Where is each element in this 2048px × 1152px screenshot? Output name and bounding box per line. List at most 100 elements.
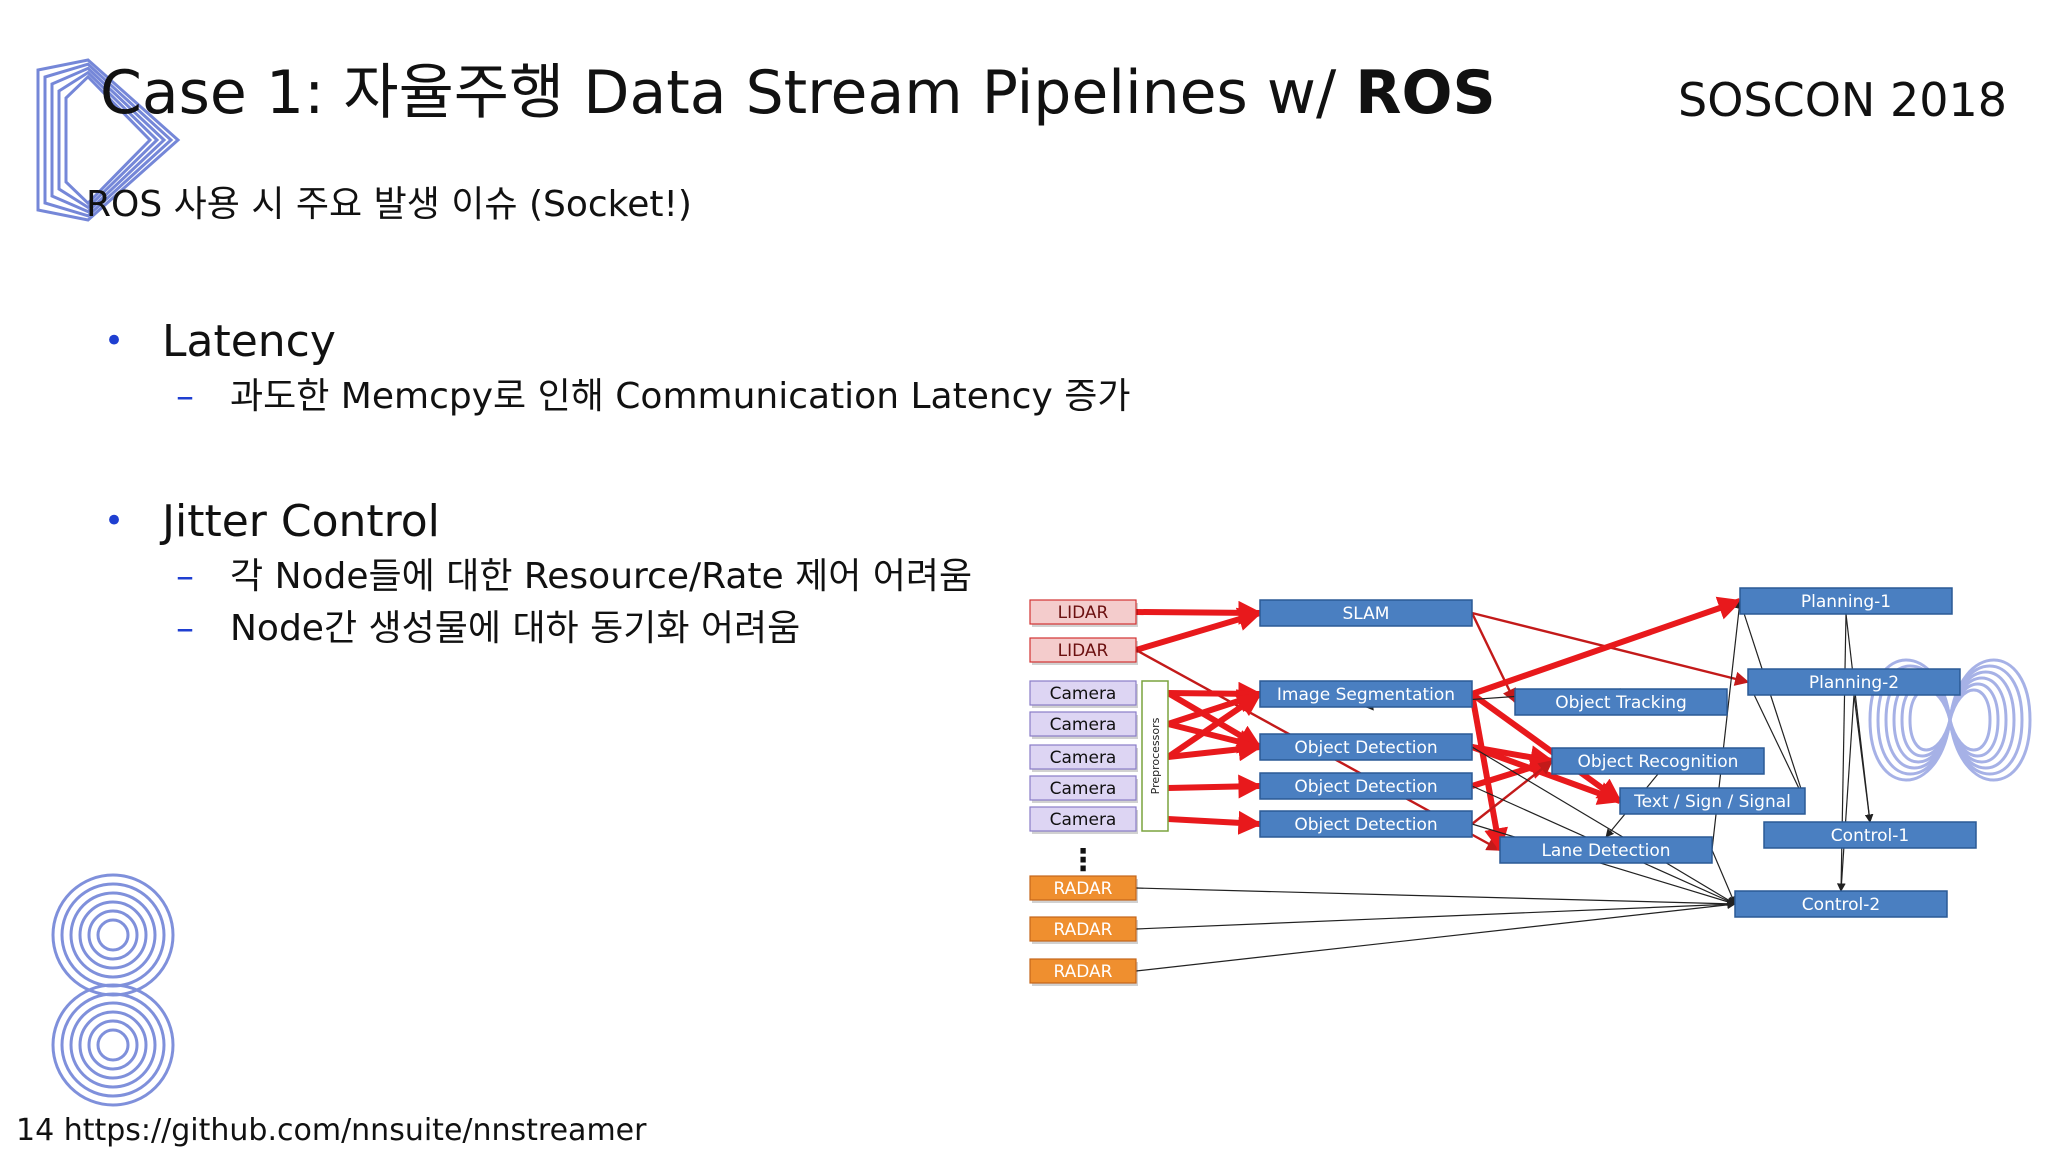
pipeline-diagram: Preprocessors⋮ LIDARLIDARCameraCameraCam… [1029, 587, 1977, 986]
process-det2: Object Detection [1259, 772, 1473, 800]
process-ctrl2: Control-2 [1734, 890, 1948, 918]
sensor-box [1029, 599, 1137, 625]
edge-det1-to-ctrl2 [1471, 746, 1736, 905]
process-box [1259, 772, 1473, 800]
title-text: Case 1: 자율주행 Data Stream Pipelines w/ [100, 58, 1356, 128]
sub-bullet-marker: – [176, 556, 194, 597]
edge-cam3-to-det1 [1167, 737, 1263, 762]
deco-ring [43, 62, 174, 218]
process-label: Object Tracking [1555, 693, 1687, 713]
sensor-box [1029, 875, 1137, 901]
deco-ring [87, 1019, 139, 1071]
process-box [1763, 821, 1977, 849]
bullet-text: Jitter Control [162, 496, 440, 547]
process-box [1259, 733, 1473, 761]
sensor-radar1: RADAR [1029, 875, 1138, 903]
deco-ring [87, 909, 139, 961]
process-label: Lane Detection [1541, 841, 1670, 861]
sensor-box [1029, 744, 1137, 770]
edge-text-to-plan2 [1747, 681, 1806, 802]
process-box [1551, 747, 1765, 775]
sensor-cam3: Camera [1029, 744, 1138, 772]
sub-bullet-text: 과도한 Memcpy로 인해 Communication Latency 증가 [230, 376, 1131, 417]
conference-label: SOSCON 2018 [1678, 73, 2008, 127]
sensor-radar2: RADAR [1029, 916, 1138, 944]
deco-ring [96, 1028, 130, 1062]
sub-bullet-marker: – [176, 608, 194, 649]
bullet-marker: • [104, 501, 125, 541]
sensor-cam5: Camera [1029, 806, 1138, 834]
sensor-label: Camera [1050, 715, 1117, 735]
edge-text-to-plan1 [1738, 600, 1806, 802]
sensor-box [1029, 680, 1137, 706]
process-label: SLAM [1343, 604, 1390, 624]
sub-bullet-jitter-1: –각 Node들에 대한 Resource/Rate 제어 어려움 [176, 554, 972, 600]
bullet-latency: •Latency [104, 314, 336, 369]
process-label: Planning-1 [1801, 592, 1891, 612]
deco-ring [50, 66, 167, 214]
sub-bullet-latency: –과도한 Memcpy로 인해 Communication Latency 증가 [176, 374, 1130, 420]
edge-cam3-to-seg [1166, 691, 1262, 760]
edge-slam-to-track [1470, 612, 1517, 704]
sensor-label: RADAR [1054, 962, 1113, 982]
edge-det3-to-recog [1471, 760, 1554, 825]
process-box [1259, 680, 1473, 708]
deco-ring [60, 882, 166, 988]
edge-plan2-to-ctrl1 [1853, 694, 1874, 823]
sensor-radar3: RADAR [1029, 958, 1138, 986]
process-label: Text / Sign / Signal [1633, 792, 1791, 812]
deco-ring [64, 74, 153, 206]
process-label: Planning-2 [1809, 673, 1899, 693]
sensor-box [1029, 711, 1137, 737]
sensor-label: Camera [1050, 684, 1117, 704]
edge-seg-to-lane [1469, 693, 1508, 853]
edge-seg-to-plan1 [1471, 596, 1743, 697]
sensor-label: RADAR [1054, 879, 1113, 899]
deco-ring [69, 891, 157, 979]
process-det3: Object Detection [1259, 810, 1473, 838]
deco-ring [57, 70, 160, 210]
edge-lane-to-ctrl2 [1711, 849, 1736, 905]
edge-det3-to-ctrl2 [1471, 823, 1736, 906]
footer-url: 14 https://github.com/nnsuite/nnstreamer [16, 1113, 647, 1148]
edge-radar2-to-ctrl2 [1135, 900, 1736, 930]
sub-bullet-marker: – [176, 376, 194, 417]
process-label: Control-2 [1802, 895, 1880, 915]
process-label: Object Detection [1294, 815, 1437, 835]
sensor-label: RADAR [1054, 920, 1113, 940]
edge-radar3-to-ctrl2 [1135, 900, 1736, 972]
process-ctrl1: Control-1 [1763, 821, 1977, 849]
sensor-label: Camera [1050, 748, 1117, 768]
logo-s-ring-icon [51, 873, 175, 1107]
slide-subtitle: ROS 사용 시 주요 발생 이슈 (Socket!) [86, 184, 692, 225]
title-bold-text: ROS [1355, 58, 1496, 128]
process-text: Text / Sign / Signal [1619, 787, 1806, 815]
process-box [1747, 668, 1961, 696]
process-box [1259, 599, 1473, 627]
sensor-label: LIDAR [1058, 641, 1109, 661]
process-box [1734, 890, 1948, 918]
edge-lidar1-to-slam [1135, 600, 1263, 625]
sensor-label: LIDAR [1058, 603, 1109, 623]
process-box [1514, 688, 1728, 716]
deco-ring [69, 1001, 157, 1089]
edge-lidar2-to-slam [1135, 607, 1263, 653]
sensor-cam1: Camera [1029, 680, 1138, 708]
sensor-box [1029, 775, 1137, 801]
process-label: Object Detection [1294, 777, 1437, 797]
sub-bullet-jitter-2: –Node간 생성물에 대하 동기화 어려움 [176, 606, 800, 652]
edge-cam4-to-det2 [1167, 774, 1263, 799]
sensor-box [1029, 806, 1137, 832]
process-label: Object Recognition [1578, 752, 1739, 772]
sensor-box [1029, 916, 1137, 942]
bullet-text: Latency [162, 316, 336, 367]
process-lane: Lane Detection [1499, 836, 1713, 864]
process-box [1619, 787, 1806, 815]
process-label: Image Segmentation [1277, 685, 1455, 705]
process-slam: SLAM [1259, 599, 1473, 627]
edge-cam5-to-det3 [1167, 810, 1263, 835]
process-box [1259, 810, 1473, 838]
process-det1: Object Detection [1259, 733, 1473, 761]
deco-ring [36, 58, 181, 222]
sensor-cam4: Camera [1029, 775, 1138, 803]
